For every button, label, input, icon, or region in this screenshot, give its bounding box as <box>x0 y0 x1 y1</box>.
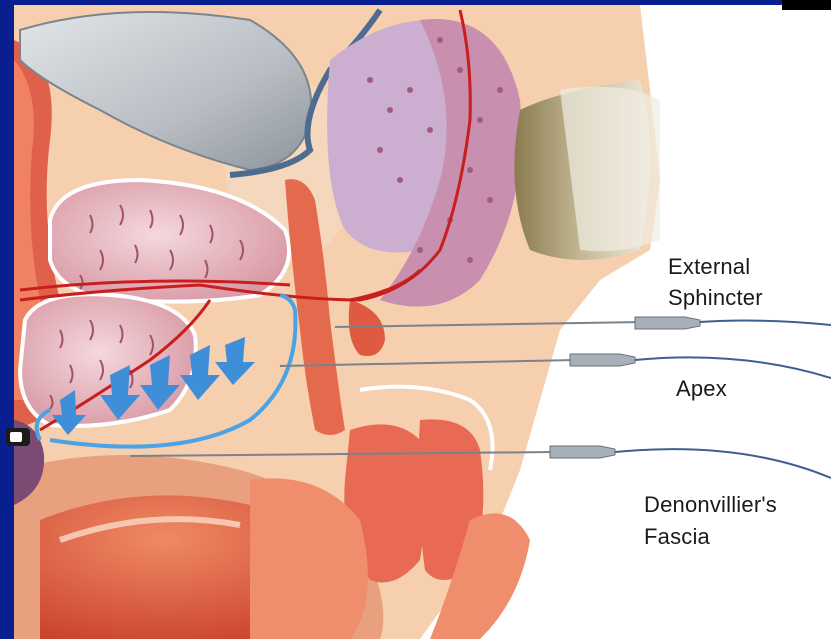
left-edge-marker-inner <box>10 432 22 442</box>
label-sphincter: Sphincter <box>668 283 763 313</box>
corner-patch <box>782 0 831 10</box>
label-external: External <box>668 252 750 282</box>
label-fascia: Fascia <box>644 522 710 552</box>
label-denonvilliers: Denonvillier's <box>644 490 777 520</box>
label-apex: Apex <box>676 374 727 404</box>
